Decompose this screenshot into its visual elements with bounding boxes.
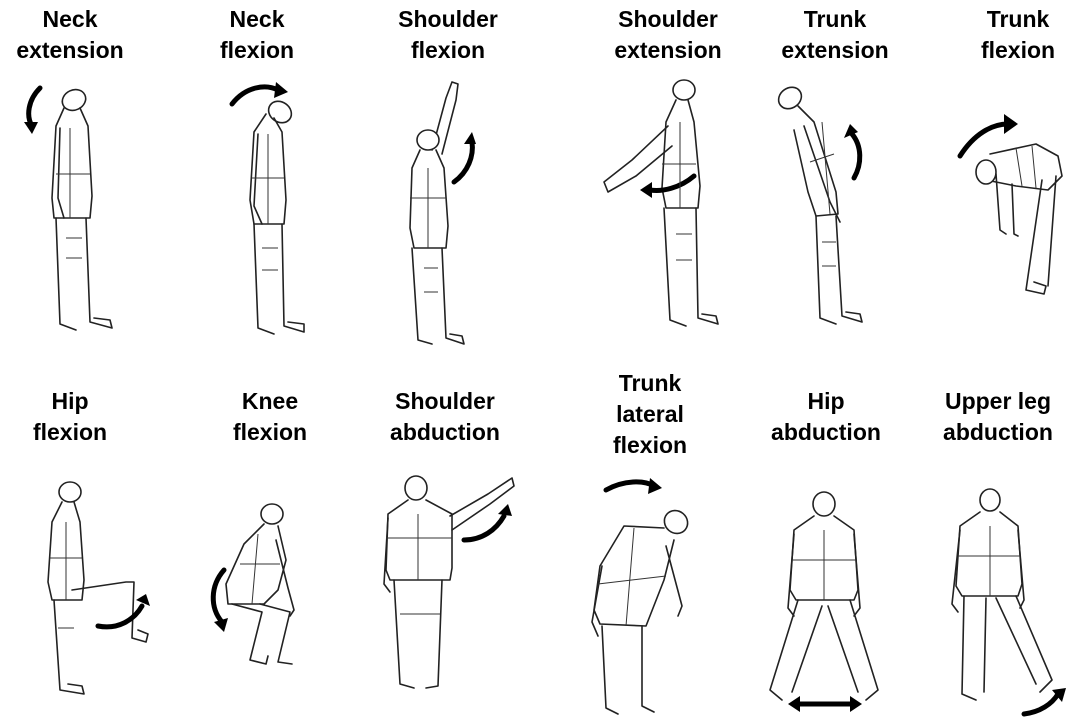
person-neck-extension-icon	[20, 78, 120, 340]
label-line: Trunk	[960, 4, 1076, 35]
person-shoulder-flexion-icon	[398, 78, 498, 350]
label-line: flexion	[0, 417, 140, 448]
exercise-label: Hip abduction	[756, 386, 896, 448]
label-line: flexion	[368, 35, 528, 66]
label-line: flexion	[580, 430, 720, 461]
label-line: flexion	[200, 417, 340, 448]
label-line: Upper leg	[920, 386, 1076, 417]
label-line: Knee	[200, 386, 340, 417]
exercise-label: Hip flexion	[0, 386, 140, 448]
label-line: flexion	[960, 35, 1076, 66]
label-line: abduction	[920, 417, 1076, 448]
label-line: Shoulder	[598, 4, 738, 35]
label-line: extension	[0, 35, 140, 66]
label-line: Shoulder	[368, 4, 528, 35]
label-line: abduction	[370, 417, 520, 448]
person-knee-flexion-icon	[204, 500, 314, 678]
person-upper-leg-abduction-icon	[940, 488, 1072, 722]
person-neck-flexion-icon	[218, 78, 318, 340]
exercise-label: Trunk extension	[770, 4, 900, 66]
person-trunk-lateral-flexion-icon	[584, 476, 704, 720]
label-line: flexion	[192, 35, 322, 66]
person-shoulder-abduction-icon	[380, 474, 520, 700]
exercise-label: Knee flexion	[200, 386, 340, 448]
exercise-label: Trunk lateral flexion	[580, 368, 720, 461]
label-line: Neck	[0, 4, 140, 35]
person-hip-abduction-icon	[762, 490, 888, 722]
exercise-label: Neck flexion	[192, 4, 322, 66]
exercise-label: Neck extension	[0, 4, 140, 66]
exercise-label: Upper leg abduction	[920, 386, 1076, 448]
label-line: Trunk	[580, 368, 720, 399]
label-line: Shoulder	[370, 386, 520, 417]
exercise-label: Shoulder flexion	[368, 4, 528, 66]
label-line: Trunk	[770, 4, 900, 35]
person-trunk-extension-icon	[770, 82, 880, 342]
exercise-label: Shoulder extension	[598, 4, 738, 66]
label-line: extension	[598, 35, 738, 66]
person-shoulder-extension-icon	[598, 78, 728, 350]
label-line: Hip	[0, 386, 140, 417]
label-line: lateral	[580, 399, 720, 430]
label-line: Hip	[756, 386, 896, 417]
person-trunk-flexion-icon	[956, 110, 1072, 300]
person-hip-flexion-icon	[38, 478, 162, 700]
label-line: extension	[770, 35, 900, 66]
label-line: abduction	[756, 417, 896, 448]
exercise-label: Shoulder abduction	[370, 386, 520, 448]
exercise-label: Trunk flexion	[960, 4, 1076, 66]
label-line: Neck	[192, 4, 322, 35]
